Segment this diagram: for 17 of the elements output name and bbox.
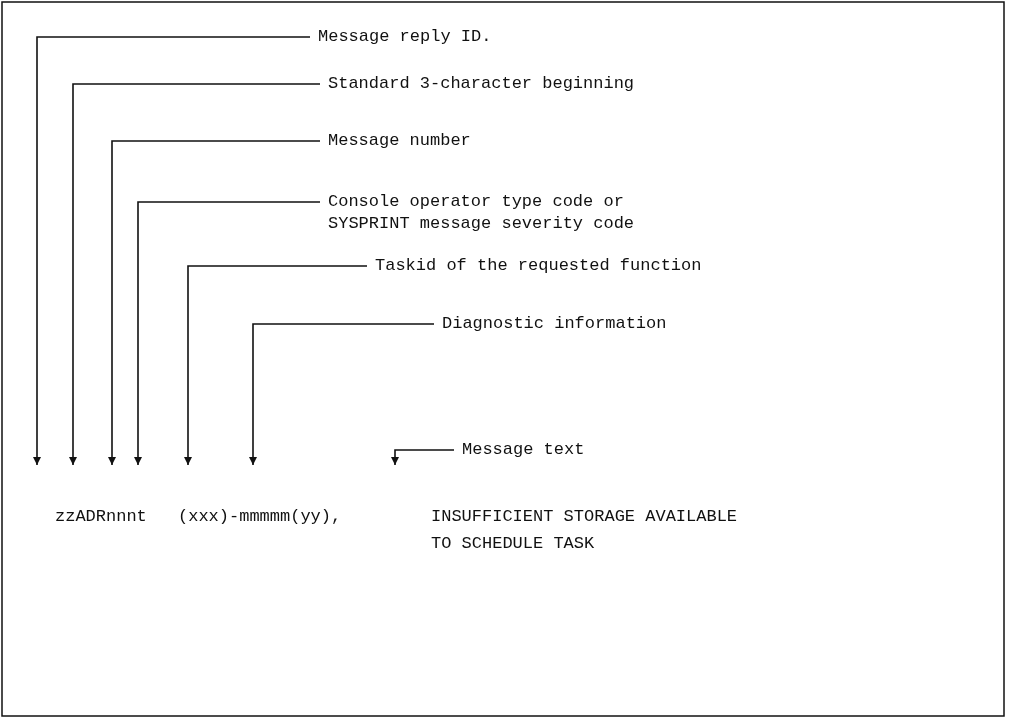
message-field: (xxx)-mmmmm(yy), — [178, 503, 342, 530]
leader-line — [184, 265, 368, 466]
leader-line — [391, 449, 455, 466]
leader-line — [33, 36, 311, 466]
callout-text: Message reply ID. — [318, 26, 492, 48]
leader-line — [249, 323, 435, 466]
leader-line — [108, 140, 321, 466]
callout-text: Console operator type code or SYSPRINT message severity code — [328, 191, 668, 235]
callout-text: Diagnostic information — [442, 313, 667, 335]
leader-line — [69, 83, 321, 466]
leader-line — [134, 201, 321, 466]
callout-text: Message text — [462, 439, 585, 461]
callout-text: Taskid of the requested function — [375, 255, 702, 277]
message-field: zzADRnnnt — [55, 503, 147, 530]
message-text: INSUFFICIENT STORAGE AVAILABLE TO SCHEDULE TASK — [431, 506, 739, 555]
callout-text: Standard 3-character beginning — [328, 73, 635, 95]
callout-text: Message number — [328, 130, 471, 152]
